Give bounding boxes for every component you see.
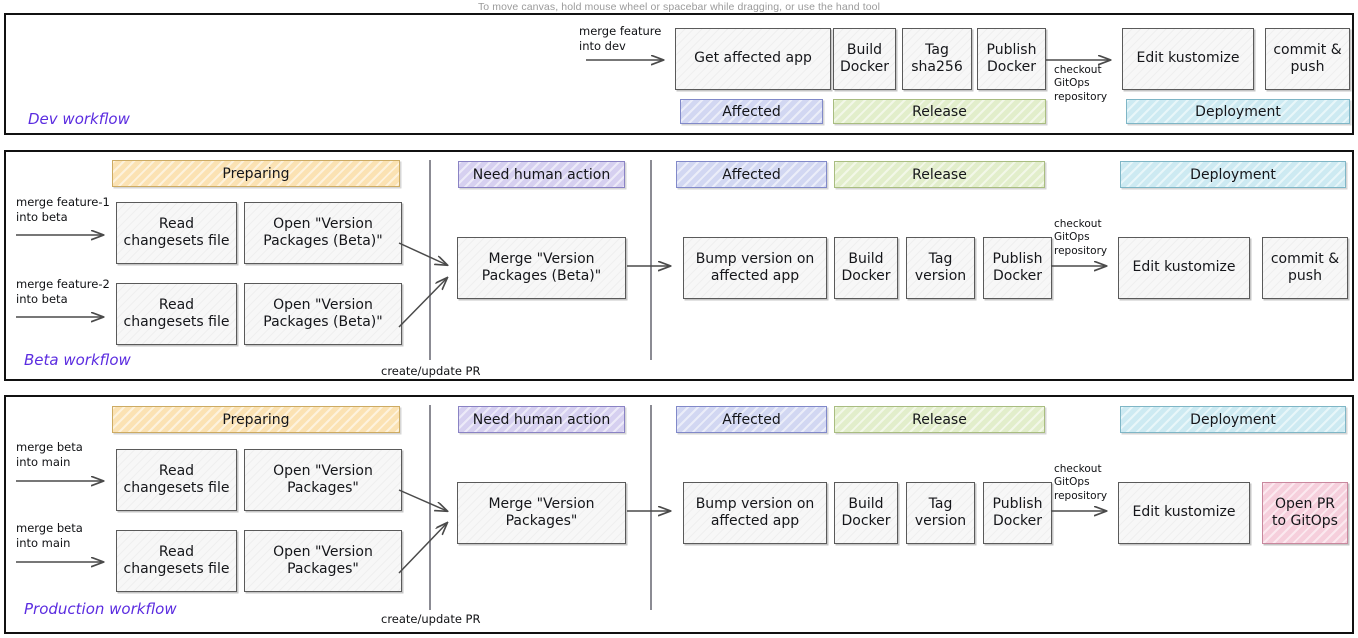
chip-affected: Affected — [676, 161, 827, 188]
chip-need-human-action: Need human action — [458, 406, 625, 433]
node-tag-sha256[interactable]: Tag sha256 — [902, 28, 972, 90]
node-publish-docker[interactable]: Publish Docker — [977, 28, 1046, 90]
node-merge-version-packages[interactable]: Merge "Version Packages" — [457, 482, 626, 544]
node-open-pr-to-gitops[interactable]: Open PR to GitOps — [1262, 482, 1348, 544]
chip-preparing: Preparing — [112, 160, 400, 187]
canvas-pan-hint: To move canvas, hold mouse wheel or spac… — [477, 0, 881, 13]
chip-need-human-action: Need human action — [458, 161, 625, 188]
lane-divider-prod-1 — [429, 405, 431, 610]
node-bump-version-on-affected-app[interactable]: Bump version on affected app — [683, 237, 827, 299]
chip-preparing: Preparing — [112, 406, 400, 433]
chip-affected: Affected — [676, 406, 827, 433]
node-read-changesets-file-1[interactable]: Read changesets file — [116, 202, 237, 264]
node-read-changesets-file-2[interactable]: Read changesets file — [116, 530, 237, 592]
node-commit-and-push[interactable]: commit & push — [1262, 237, 1348, 299]
note-merge-beta-into-main-2: merge beta into main — [16, 521, 83, 550]
note-create-update-pr: create/update PR — [381, 364, 481, 378]
node-edit-kustomize[interactable]: Edit kustomize — [1122, 28, 1254, 90]
node-tag-version[interactable]: Tag version — [906, 237, 975, 299]
node-bump-version-on-affected-app[interactable]: Bump version on affected app — [683, 482, 827, 544]
chip-affected: Affected — [680, 99, 823, 124]
node-merge-version-packages-beta[interactable]: Merge "Version Packages (Beta)" — [457, 237, 626, 299]
panel-production-workflow[interactable]: Production workflow Preparing Need human… — [4, 395, 1354, 634]
node-build-docker[interactable]: Build Docker — [834, 482, 898, 544]
node-publish-docker[interactable]: Publish Docker — [983, 237, 1052, 299]
note-merge-feature-into-dev: merge feature into dev — [579, 24, 662, 53]
lane-divider-beta-1 — [429, 160, 431, 360]
chip-deployment: Deployment — [1120, 161, 1346, 188]
panel-beta-workflow[interactable]: Beta workflow Preparing Need human actio… — [4, 150, 1354, 381]
lane-divider-beta-2 — [650, 160, 652, 360]
node-build-docker[interactable]: Build Docker — [834, 237, 898, 299]
node-build-docker[interactable]: Build Docker — [833, 28, 896, 90]
node-tag-version[interactable]: Tag version — [906, 482, 975, 544]
lane-divider-prod-2 — [650, 405, 652, 610]
node-read-changesets-file-1[interactable]: Read changesets file — [116, 449, 237, 511]
node-open-version-packages-2[interactable]: Open "Version Packages" — [244, 530, 402, 592]
note-checkout-gitops-repository: checkout GitOps repository — [1054, 64, 1108, 103]
note-checkout-gitops-repository: checkout GitOps repository — [1054, 463, 1108, 502]
panel-dev-label: Dev workflow — [28, 110, 130, 128]
chip-release: Release — [834, 406, 1045, 433]
node-read-changesets-file-2[interactable]: Read changesets file — [116, 283, 237, 345]
node-open-version-packages-beta-2[interactable]: Open "Version Packages (Beta)" — [244, 283, 402, 345]
chip-deployment: Deployment — [1126, 99, 1350, 124]
node-open-version-packages-1[interactable]: Open "Version Packages" — [244, 449, 402, 511]
node-edit-kustomize[interactable]: Edit kustomize — [1118, 237, 1250, 299]
panel-production-label: Production workflow — [24, 600, 177, 618]
node-get-affected-app[interactable]: Get affected app — [675, 28, 831, 90]
note-create-update-pr: create/update PR — [381, 612, 481, 626]
note-merge-feature-2-into-beta: merge feature-2 into beta — [16, 277, 110, 306]
panel-beta-label: Beta workflow — [24, 351, 131, 369]
note-merge-feature-1-into-beta: merge feature-1 into beta — [16, 195, 110, 224]
chip-release: Release — [834, 161, 1045, 188]
chip-release: Release — [833, 99, 1046, 124]
chip-deployment: Deployment — [1120, 406, 1346, 433]
node-publish-docker[interactable]: Publish Docker — [983, 482, 1052, 544]
node-commit-and-push[interactable]: commit & push — [1265, 28, 1350, 90]
node-open-version-packages-beta-1[interactable]: Open "Version Packages (Beta)" — [244, 202, 402, 264]
note-checkout-gitops-repository: checkout GitOps repository — [1054, 218, 1108, 257]
node-edit-kustomize[interactable]: Edit kustomize — [1118, 482, 1250, 544]
note-merge-beta-into-main-1: merge beta into main — [16, 440, 83, 469]
panel-dev-workflow[interactable]: Dev workflow merge feature into dev Get … — [4, 13, 1354, 135]
